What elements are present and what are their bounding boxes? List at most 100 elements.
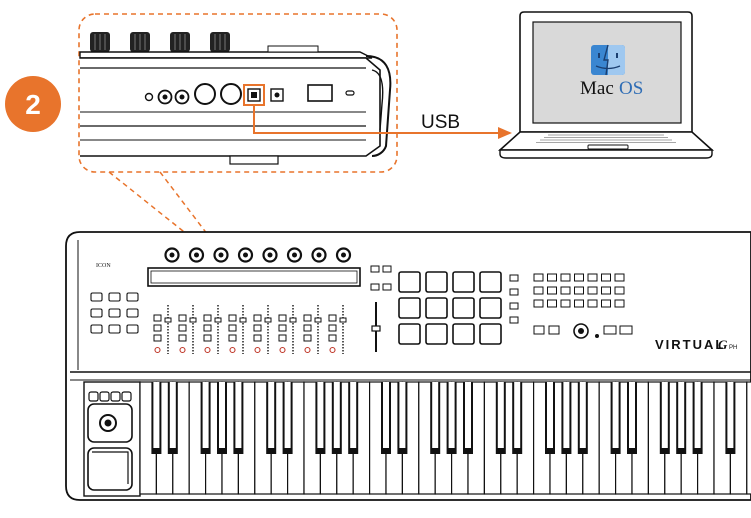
drum-pad <box>479 271 502 293</box>
model-logo-tail: PH <box>729 345 737 351</box>
black-key-inner <box>268 382 275 448</box>
drum-pad <box>452 323 475 345</box>
transport-button <box>601 286 611 295</box>
channel-button <box>328 314 337 322</box>
transport-button <box>614 286 625 295</box>
black-key-inner <box>169 382 176 448</box>
encoder-knob-center <box>341 252 346 258</box>
channel-button <box>178 334 187 342</box>
control-button <box>108 292 121 302</box>
step-number: 2 <box>25 89 41 120</box>
model-logo-suffix: G <box>718 337 728 352</box>
transport-button <box>574 286 584 295</box>
drum-pad <box>479 323 502 345</box>
os-word-os: OS <box>619 78 643 99</box>
control-button <box>126 308 139 318</box>
piano-keys <box>139 381 751 495</box>
channel-button <box>303 324 312 332</box>
transport-button <box>547 299 557 308</box>
channel-led <box>254 346 261 354</box>
channel-button <box>153 334 162 342</box>
fader-cap <box>239 317 247 323</box>
control-button <box>108 308 121 318</box>
fader-cap <box>314 317 322 323</box>
fader-bank <box>153 305 347 354</box>
transport-button-grid <box>533 273 625 308</box>
channel-led <box>154 346 161 354</box>
channel-button <box>178 324 187 332</box>
encoder-knob-center <box>194 252 199 258</box>
finder-face-icon <box>591 44 625 76</box>
black-key-inner <box>235 382 242 448</box>
channel-button <box>228 324 237 332</box>
jog-cluster <box>533 323 633 339</box>
control-button <box>126 324 139 334</box>
drum-pad <box>452 297 475 319</box>
encoder-knob-center <box>218 252 224 258</box>
transport-button <box>560 299 571 308</box>
fader-cap <box>264 317 272 323</box>
black-key-inner <box>448 382 455 448</box>
encoder-knob-center <box>243 252 248 258</box>
channel-button <box>328 324 337 332</box>
drum-pad <box>398 323 421 345</box>
black-key-inner <box>284 382 291 448</box>
fader-cap <box>189 317 197 323</box>
pad-bank-button <box>509 274 519 282</box>
touch-strip <box>87 447 133 491</box>
transport-button <box>547 273 557 282</box>
transport-button <box>574 273 584 282</box>
black-key-inner <box>153 382 160 448</box>
black-key-inner <box>333 382 340 448</box>
channel-button <box>228 314 237 322</box>
master-fader <box>371 302 381 352</box>
transport-button <box>601 299 611 308</box>
drum-pad <box>425 297 448 319</box>
black-key-inner <box>612 382 619 448</box>
transport-button <box>547 286 557 295</box>
white-key <box>746 381 751 495</box>
black-key-inner <box>202 382 209 448</box>
nav-buttons <box>370 265 392 291</box>
transport-button <box>614 299 625 308</box>
laptop-keyboard <box>536 134 676 143</box>
channel-button <box>228 334 237 342</box>
black-key-inner <box>514 382 521 448</box>
channel-led <box>179 346 186 354</box>
transport-button <box>587 299 598 308</box>
drum-pad <box>398 271 421 293</box>
black-key-inner <box>317 382 324 448</box>
channel-led <box>279 346 286 354</box>
black-key-inner <box>629 382 635 448</box>
black-key-inner <box>579 382 586 448</box>
transport-button <box>614 273 625 282</box>
trackpad <box>587 144 629 150</box>
black-key-inner <box>219 382 225 448</box>
midi-keyboard: ICON VIRTUAL <box>65 231 751 501</box>
transport-button <box>533 286 544 295</box>
fader-cap <box>164 317 172 323</box>
transport-button <box>560 286 571 295</box>
channel-button <box>303 314 312 322</box>
channel-button <box>253 314 262 322</box>
black-key-inner <box>678 382 685 448</box>
transport-button <box>574 299 584 308</box>
pad-bank-button <box>509 288 519 296</box>
encoder-knob-center <box>292 252 297 258</box>
rear-panel <box>79 32 392 165</box>
os-word-mac: Mac <box>580 78 614 99</box>
transport-button <box>587 273 598 282</box>
channel-led <box>329 346 336 354</box>
brand-logo: ICON <box>96 263 111 269</box>
control-button <box>90 292 103 302</box>
channel-button <box>253 334 262 342</box>
laptop: Mac OS <box>497 11 715 159</box>
black-key-inner <box>383 382 389 448</box>
channel-button <box>303 334 312 342</box>
control-button <box>126 292 139 302</box>
black-key-inner <box>497 382 504 448</box>
control-button <box>90 308 103 318</box>
black-key-inner <box>547 382 553 448</box>
transport-button <box>533 299 544 308</box>
